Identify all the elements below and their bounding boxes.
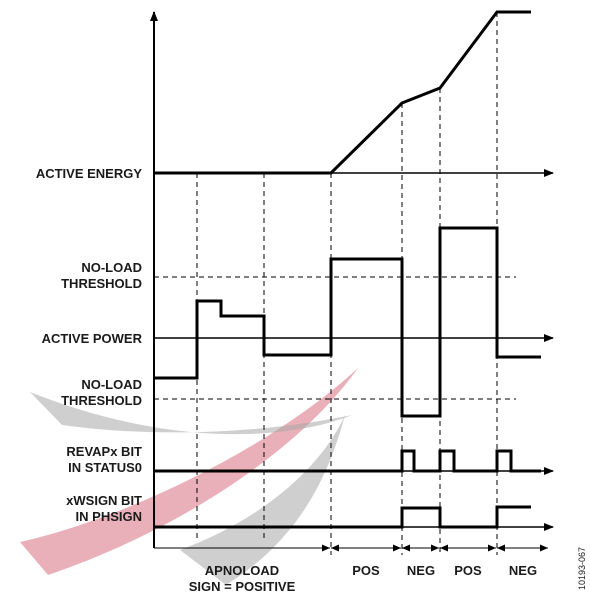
segment-label-sign-positive: SIGN = POSITIVE [189, 579, 296, 594]
active-energy-waveform [154, 10, 531, 175]
label-active-power: ACTIVE POWER [42, 331, 143, 346]
segment-label-apnoload: APNOLOAD [205, 563, 279, 578]
watermark-gray-swoosh-2 [180, 415, 345, 585]
wsign-waveform [154, 505, 531, 529]
figure-id: 10193-067 [577, 547, 587, 590]
active-power-waveform [154, 226, 541, 418]
label-active-energy: ACTIVE ENERGY [36, 166, 143, 181]
label-wsign-line2: IN PHSIGN [76, 509, 142, 524]
label-revap-line2: IN STATUS0 [68, 460, 142, 475]
label-revap-line1: REVAPx BIT [66, 444, 142, 459]
watermark-red-swoosh [20, 368, 358, 575]
label-noload-upper-line1: NO-LOAD [81, 260, 142, 275]
segment-label-neg: NEG [407, 563, 435, 578]
watermark-gray-swoosh [30, 392, 352, 435]
watermark-logo [20, 368, 358, 585]
segment-label-pos: POS [454, 563, 482, 578]
revap-waveform [154, 449, 541, 473]
segment-label-pos: POS [352, 563, 380, 578]
label-noload-lower-line1: NO-LOAD [81, 377, 142, 392]
label-noload-upper-line2: THRESHOLD [61, 276, 142, 291]
label-wsign-line1: xWSIGN BIT [66, 493, 142, 508]
label-noload-lower-line2: THRESHOLD [61, 393, 142, 408]
segment-label-neg: NEG [509, 563, 537, 578]
